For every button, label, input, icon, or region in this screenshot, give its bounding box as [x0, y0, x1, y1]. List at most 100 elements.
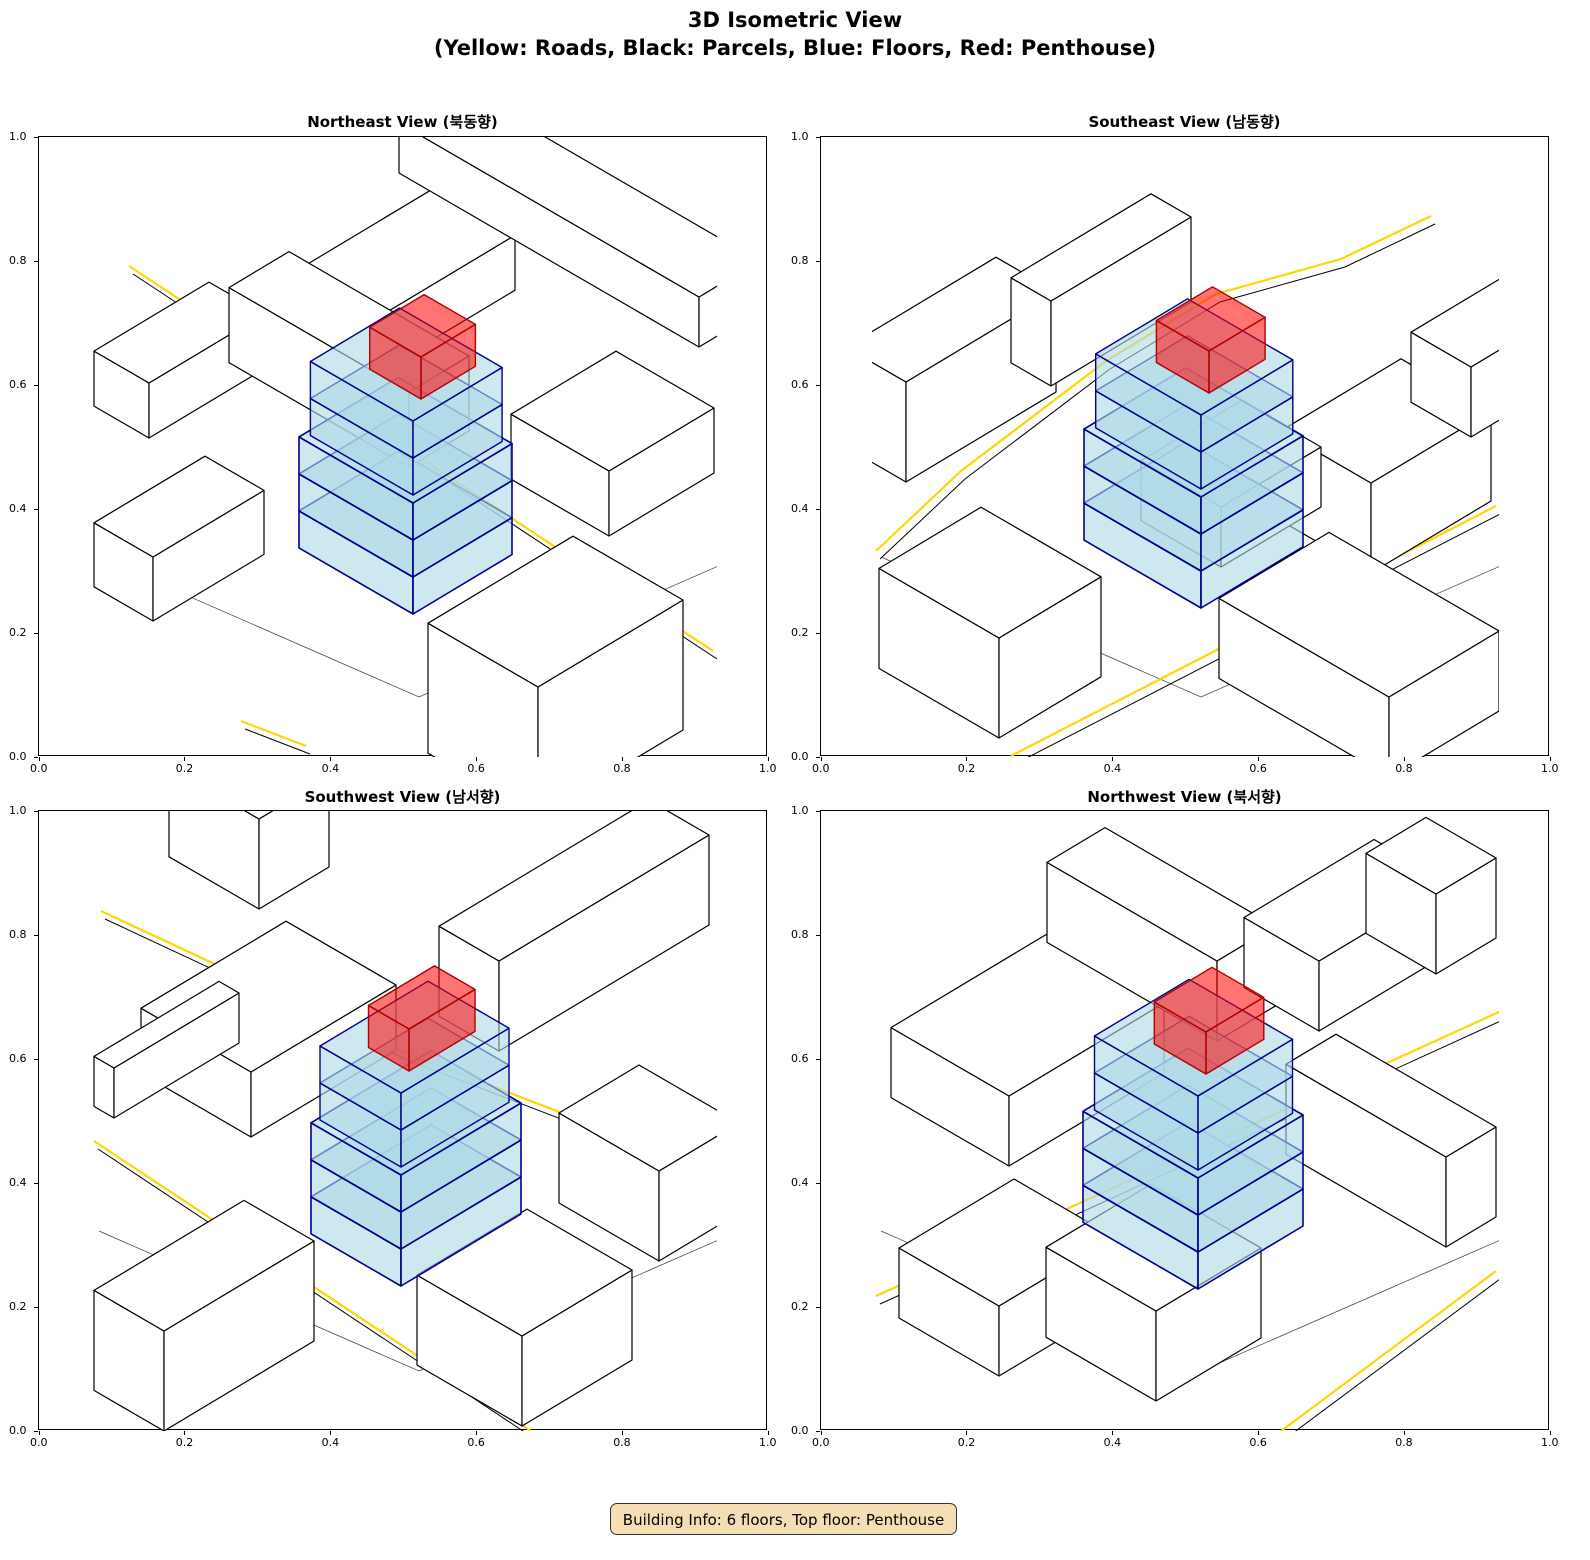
parcel-building	[1285, 1033, 1497, 1248]
penthouse-floor-6	[1155, 286, 1266, 394]
y-tick-mark	[816, 136, 820, 138]
x-tick-label: 0.4	[1103, 1436, 1122, 1449]
y-tick-mark	[34, 756, 38, 758]
x-tick-label: 0.8	[1395, 762, 1413, 775]
y-tick-mark	[816, 810, 820, 812]
y-tick-label: 0.0	[791, 750, 809, 763]
panel-title-northeast: Northeast View (북동향)	[307, 113, 498, 131]
y-tick-label: 0.6	[791, 378, 809, 391]
x-tick-mark	[966, 1431, 968, 1435]
x-tick-mark	[1549, 1431, 1551, 1435]
parcel-building	[398, 137, 717, 348]
road-line	[240, 719, 307, 748]
y-tick-mark	[816, 756, 820, 758]
x-tick-label: 0.0	[30, 762, 48, 775]
y-tick-mark	[816, 934, 820, 936]
x-tick-label: 0.8	[613, 762, 631, 775]
y-tick-mark	[816, 632, 820, 634]
x-tick-label: 0.2	[957, 762, 976, 775]
x-tick-label: 0.8	[1395, 1436, 1413, 1449]
parcel-building	[558, 1064, 717, 1262]
x-tick-label: 0.6	[1249, 762, 1267, 775]
parcel-building	[1218, 531, 1499, 757]
y-tick-mark	[34, 1058, 38, 1060]
x-tick-label: 0.2	[175, 762, 194, 775]
parcel-building	[93, 455, 265, 622]
y-tick-mark	[34, 1306, 38, 1308]
parcel-building	[1010, 193, 1192, 387]
x-tick-mark	[475, 757, 477, 761]
parcel-building	[93, 1199, 315, 1431]
x-tick-mark	[966, 757, 968, 761]
parcel-building	[1365, 816, 1497, 975]
y-tick-mark	[34, 934, 38, 936]
x-tick-mark	[1112, 757, 1114, 761]
parcel-line	[244, 728, 311, 755]
y-tick-mark	[816, 1306, 820, 1308]
y-tick-label: 0.0	[9, 1424, 27, 1437]
y-tick-mark	[816, 1430, 820, 1432]
building-info-box: Building Info: 6 floors, Top floor: Pent…	[610, 1503, 957, 1535]
y-tick-label: 0.4	[9, 1176, 27, 1189]
y-tick-mark	[816, 508, 820, 510]
y-tick-label: 0.4	[791, 502, 809, 515]
x-tick-mark	[1403, 757, 1405, 761]
parcel-building	[416, 1208, 633, 1427]
x-tick-mark	[184, 757, 186, 761]
parcel-building	[427, 535, 684, 757]
x-tick-label: 0.4	[1103, 762, 1122, 775]
scene-canvas	[93, 811, 717, 1431]
scene-canvas	[875, 816, 1499, 1431]
y-tick-label: 0.4	[9, 502, 27, 515]
y-tick-mark	[34, 1182, 38, 1184]
parcel-building	[93, 980, 240, 1119]
x-tick-label: 0.2	[175, 1436, 194, 1449]
y-tick-label: 0.2	[9, 1300, 27, 1313]
x-tick-label: 0.0	[812, 762, 830, 775]
x-tick-label: 0.8	[613, 1436, 631, 1449]
y-tick-label: 0.6	[9, 1052, 27, 1065]
penthouse-floor-6	[369, 293, 477, 400]
parcel-line	[1294, 1279, 1499, 1431]
x-tick-mark	[38, 757, 40, 761]
x-tick-mark	[1257, 1431, 1259, 1435]
x-tick-label: 0.6	[467, 1436, 485, 1449]
y-tick-label: 0.2	[791, 1300, 809, 1313]
y-tick-label: 0.4	[791, 1176, 809, 1189]
panel-title-southwest: Southwest View (남서향)	[304, 788, 501, 806]
scene-canvas	[93, 137, 717, 757]
penthouse-floor-6	[367, 965, 476, 1072]
x-tick-mark	[767, 757, 769, 761]
y-tick-label: 0.8	[791, 928, 809, 941]
x-tick-mark	[621, 1431, 623, 1435]
x-tick-mark	[38, 1431, 40, 1435]
x-tick-mark	[820, 757, 822, 761]
y-tick-mark	[816, 1058, 820, 1060]
y-tick-label: 1.0	[791, 804, 809, 817]
x-tick-label: 0.4	[321, 1436, 340, 1449]
parcel-building	[510, 350, 715, 537]
y-tick-label: 0.8	[9, 928, 27, 941]
y-tick-mark	[34, 136, 38, 138]
y-tick-mark	[34, 508, 38, 510]
road-line	[1280, 1270, 1497, 1431]
x-tick-label: 0.6	[467, 762, 485, 775]
y-tick-label: 0.0	[791, 1424, 809, 1437]
title-line-2: (Yellow: Roads, Black: Parcels, Blue: Fl…	[433, 36, 1157, 60]
y-tick-label: 0.6	[9, 378, 27, 391]
y-tick-mark	[34, 384, 38, 386]
x-tick-mark	[767, 1431, 769, 1435]
x-tick-label: 0.6	[1249, 1436, 1267, 1449]
y-tick-label: 0.0	[9, 750, 27, 763]
x-tick-label: 1.0	[759, 762, 777, 775]
x-tick-mark	[330, 757, 332, 761]
x-tick-mark	[1257, 757, 1259, 761]
y-tick-label: 0.8	[9, 254, 27, 267]
x-tick-label: 0.4	[321, 762, 340, 775]
y-tick-mark	[34, 1430, 38, 1432]
y-tick-mark	[34, 260, 38, 262]
x-tick-mark	[621, 757, 623, 761]
parcel-building	[878, 506, 1102, 739]
